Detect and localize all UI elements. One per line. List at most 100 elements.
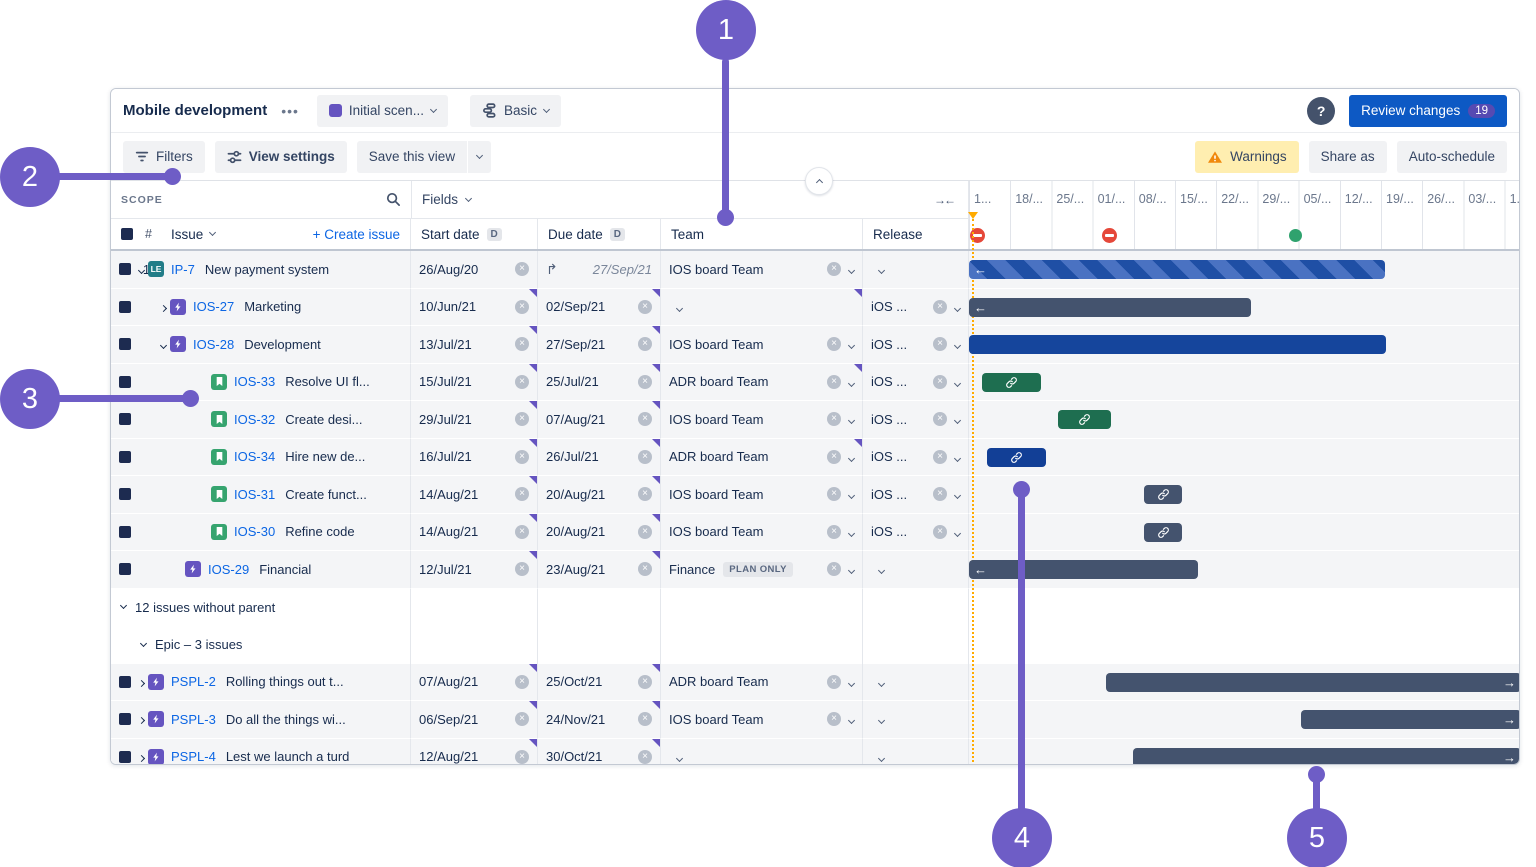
release-cell[interactable]: iOS ...× (863, 514, 969, 552)
clear-icon[interactable]: × (827, 375, 841, 389)
release-dropdown-icon[interactable] (879, 260, 884, 278)
team-cell[interactable] (661, 589, 863, 627)
table-row[interactable]: PSPL-2Rolling things out t...07/Aug/21×2… (111, 664, 1519, 702)
release-cell[interactable] (863, 664, 969, 702)
release-cell[interactable]: iOS ...× (863, 364, 969, 402)
team-dropdown-icon[interactable] (849, 335, 854, 353)
group-row[interactable]: 12 issues without parent (111, 589, 1519, 627)
start-date-cell[interactable]: 16/Jul/21× (411, 439, 538, 477)
clear-icon[interactable]: × (638, 375, 652, 389)
review-changes-button[interactable]: Review changes 19 (1349, 95, 1507, 127)
schedule-bar[interactable] (1058, 410, 1111, 429)
team-dropdown-icon[interactable] (849, 560, 854, 578)
chevron-down-icon[interactable] (954, 305, 961, 312)
start-date-cell[interactable]: 14/Aug/21× (411, 514, 538, 552)
table-row[interactable]: IOS-31Create funct...14/Aug/21×20/Aug/21… (111, 476, 1519, 514)
save-view-menu-button[interactable] (468, 141, 491, 173)
collapse-toolbar-button[interactable] (805, 167, 833, 195)
due-date-cell[interactable]: 24/Nov/21× (538, 701, 661, 739)
team-dropdown-icon[interactable] (849, 373, 854, 391)
start-date-cell[interactable]: 06/Sep/21× (411, 701, 538, 739)
team-cell[interactable]: IOS board Team× (661, 701, 863, 739)
chevron-down-icon[interactable] (954, 417, 961, 424)
row-checkbox[interactable] (119, 413, 131, 425)
chevron-down-icon[interactable] (878, 680, 885, 687)
chevron-down-icon[interactable] (954, 455, 961, 462)
release-cell[interactable] (863, 551, 969, 589)
team-cell[interactable]: IOS board Team× (661, 401, 863, 439)
chevron-down-icon[interactable] (160, 342, 167, 349)
team-cell[interactable] (661, 739, 863, 765)
issue-key-link[interactable]: PSPL-3 (171, 712, 216, 727)
start-date-cell[interactable] (411, 626, 538, 664)
team-cell[interactable]: ADR board Team× (661, 664, 863, 702)
table-row[interactable]: IOS-29Financial12/Jul/21×23/Aug/21×Finan… (111, 551, 1519, 589)
chevron-down-icon[interactable] (878, 267, 885, 274)
chevron-down-icon[interactable] (848, 380, 855, 387)
release-dropdown-icon[interactable] (955, 448, 960, 466)
schedule-bar[interactable] (987, 448, 1046, 467)
schedule-bar[interactable]: → (1106, 673, 1519, 692)
chevron-down-icon[interactable] (138, 267, 145, 274)
clear-icon[interactable]: × (827, 562, 841, 576)
clear-icon[interactable]: × (515, 750, 529, 764)
team-cell[interactable]: IOS board Team× (661, 514, 863, 552)
filters-button[interactable]: Filters (123, 141, 205, 173)
start-date-cell[interactable]: 14/Aug/21× (411, 476, 538, 514)
release-dropdown-icon[interactable] (879, 710, 884, 728)
chevron-down-icon[interactable] (676, 305, 683, 312)
collapse-columns-icon[interactable]: →← (934, 193, 958, 207)
release-cell[interactable] (863, 701, 969, 739)
chevron-down-icon[interactable] (878, 755, 885, 762)
expander-down-icon[interactable] (161, 335, 166, 353)
issue-key-link[interactable]: PSPL-2 (171, 674, 216, 689)
clear-icon[interactable]: × (827, 412, 841, 426)
clear-icon[interactable]: × (638, 750, 652, 764)
table-row[interactable]: IOS-33Resolve UI fl...15/Jul/21×25/Jul/2… (111, 364, 1519, 402)
schedule-bar[interactable]: → (1133, 748, 1519, 765)
clear-icon[interactable]: × (515, 412, 529, 426)
clear-icon[interactable]: × (827, 337, 841, 351)
table-row[interactable]: PSPL-4Lest we launch a turd12/Aug/21×30/… (111, 739, 1519, 765)
issue-key-link[interactable]: IOS-29 (208, 562, 249, 577)
chevron-down-icon[interactable] (954, 530, 961, 537)
expander-right-icon[interactable] (139, 748, 144, 764)
clear-icon[interactable]: × (933, 375, 947, 389)
due-date-cell[interactable]: 27/Sep/21× (538, 326, 661, 364)
release-cell[interactable] (863, 589, 969, 627)
row-checkbox[interactable] (119, 751, 131, 763)
fields-selector[interactable]: Fields (422, 192, 471, 207)
team-dropdown-icon[interactable] (677, 298, 682, 316)
chevron-down-icon[interactable] (878, 717, 885, 724)
due-date-cell[interactable]: 07/Aug/21× (538, 401, 661, 439)
due-date-cell[interactable]: ↱27/Sep/21 (538, 251, 661, 289)
table-row[interactable]: IOS-30Refine code14/Aug/21×20/Aug/21×IOS… (111, 514, 1519, 552)
table-row[interactable]: 1LEIP-7New payment system26/Aug/20×↱27/S… (111, 251, 1519, 289)
table-row[interactable]: PSPL-3Do all the things wi...06/Sep/21×2… (111, 701, 1519, 739)
clear-icon[interactable]: × (515, 450, 529, 464)
auto-schedule-button[interactable]: Auto-schedule (1397, 141, 1507, 173)
issue-key-link[interactable]: IP-7 (171, 262, 195, 277)
clear-icon[interactable]: × (638, 450, 652, 464)
chevron-down-icon[interactable] (848, 567, 855, 574)
clear-icon[interactable]: × (933, 487, 947, 501)
group-row[interactable]: Epic – 3 issues (111, 626, 1519, 664)
team-dropdown-icon[interactable] (849, 410, 854, 428)
row-checkbox[interactable] (119, 376, 131, 388)
more-menu-icon[interactable]: ••• (281, 103, 299, 119)
chevron-down-icon[interactable] (954, 342, 961, 349)
expander-right-icon[interactable] (161, 298, 166, 316)
scenario-selector[interactable]: Initial scen... (317, 95, 448, 127)
issue-key-link[interactable]: PSPL-4 (171, 749, 216, 764)
release-cell[interactable]: iOS ...× (863, 326, 969, 364)
release-dropdown-icon[interactable] (879, 560, 884, 578)
save-view-button[interactable]: Save this view (357, 141, 467, 173)
search-icon[interactable] (386, 192, 401, 207)
start-date-cell[interactable]: 13/Jul/21× (411, 326, 538, 364)
row-checkbox[interactable] (119, 263, 131, 275)
table-row[interactable]: IOS-27Marketing10/Jun/21×02/Sep/21×iOS .… (111, 289, 1519, 327)
issue-key-link[interactable]: IOS-30 (234, 524, 275, 539)
clear-icon[interactable]: × (638, 562, 652, 576)
clear-icon[interactable]: × (827, 487, 841, 501)
due-date-cell[interactable]: 30/Oct/21× (538, 739, 661, 765)
